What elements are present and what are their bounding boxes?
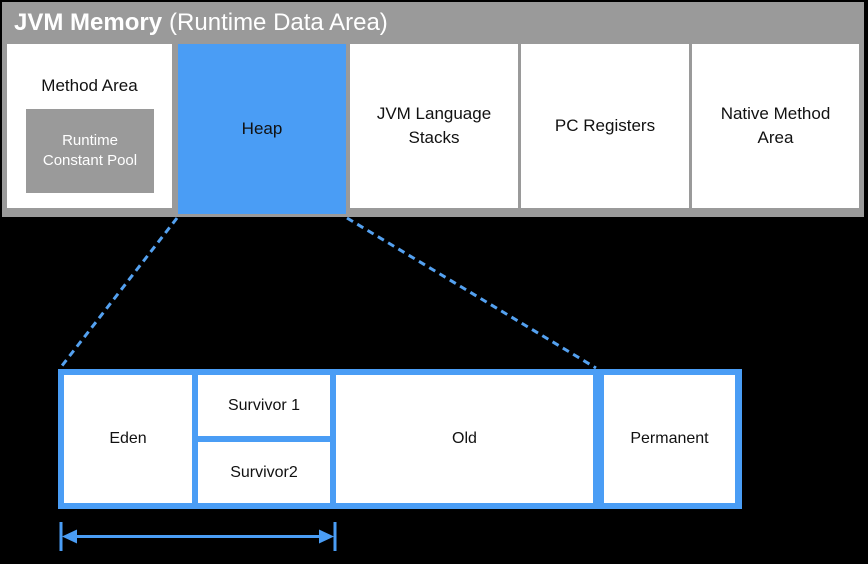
heap-detail-box: Eden Survivor 1 Survivor2 Old Permanent <box>58 369 742 509</box>
native-method-area-block: Native Method Area <box>692 44 859 208</box>
diagram-title-main: JVM Memory <box>14 9 163 36</box>
jvm-language-stacks-block: JVM Language Stacks <box>350 44 518 208</box>
runtime-constant-pool-line2: Constant Pool <box>42 152 138 169</box>
pc-registers-label: PC Registers <box>554 116 656 136</box>
zoom-dashed-line-right <box>346 216 597 370</box>
permanent-cell: Permanent <box>604 375 735 503</box>
method-area-label: Method Area <box>41 76 138 95</box>
jvm-language-stacks-label: JVM Language Stacks <box>376 104 492 147</box>
diagram-title-sub: (Runtime Data Area) <box>169 9 388 36</box>
heap-label: Heap <box>241 119 283 139</box>
method-area-block: Method Area Runtime Constant Pool <box>7 44 172 208</box>
eden-cell: Eden <box>64 375 192 503</box>
survivor2-label: Survivor2 <box>230 463 298 481</box>
native-method-area-label: Native Method Area <box>720 104 831 147</box>
survivor1-label: Survivor 1 <box>227 396 301 414</box>
survivor1-cell: Survivor 1 <box>198 375 330 436</box>
old-cell: Old <box>336 375 593 503</box>
heap-block: Heap <box>178 44 346 214</box>
survivor2-cell: Survivor2 <box>198 442 330 503</box>
runtime-constant-pool-line1: Runtime <box>62 132 118 149</box>
arrow-head-left <box>62 529 77 544</box>
arrow-head-right <box>319 529 334 544</box>
zoom-dashed-line-left <box>59 217 179 368</box>
diagram-title: JVM Memory(Runtime Data Area) <box>14 9 388 37</box>
young-generation-extent-arrow <box>59 522 337 551</box>
old-label: Old <box>452 430 477 447</box>
permanent-label: Permanent <box>630 430 709 447</box>
pc-registers-block: PC Registers <box>521 44 689 208</box>
runtime-constant-pool-box: Runtime Constant Pool <box>26 109 154 193</box>
eden-label: Eden <box>109 430 147 447</box>
jvm-memory-container: JVM Memory(Runtime Data Area) Method Are… <box>2 2 864 217</box>
